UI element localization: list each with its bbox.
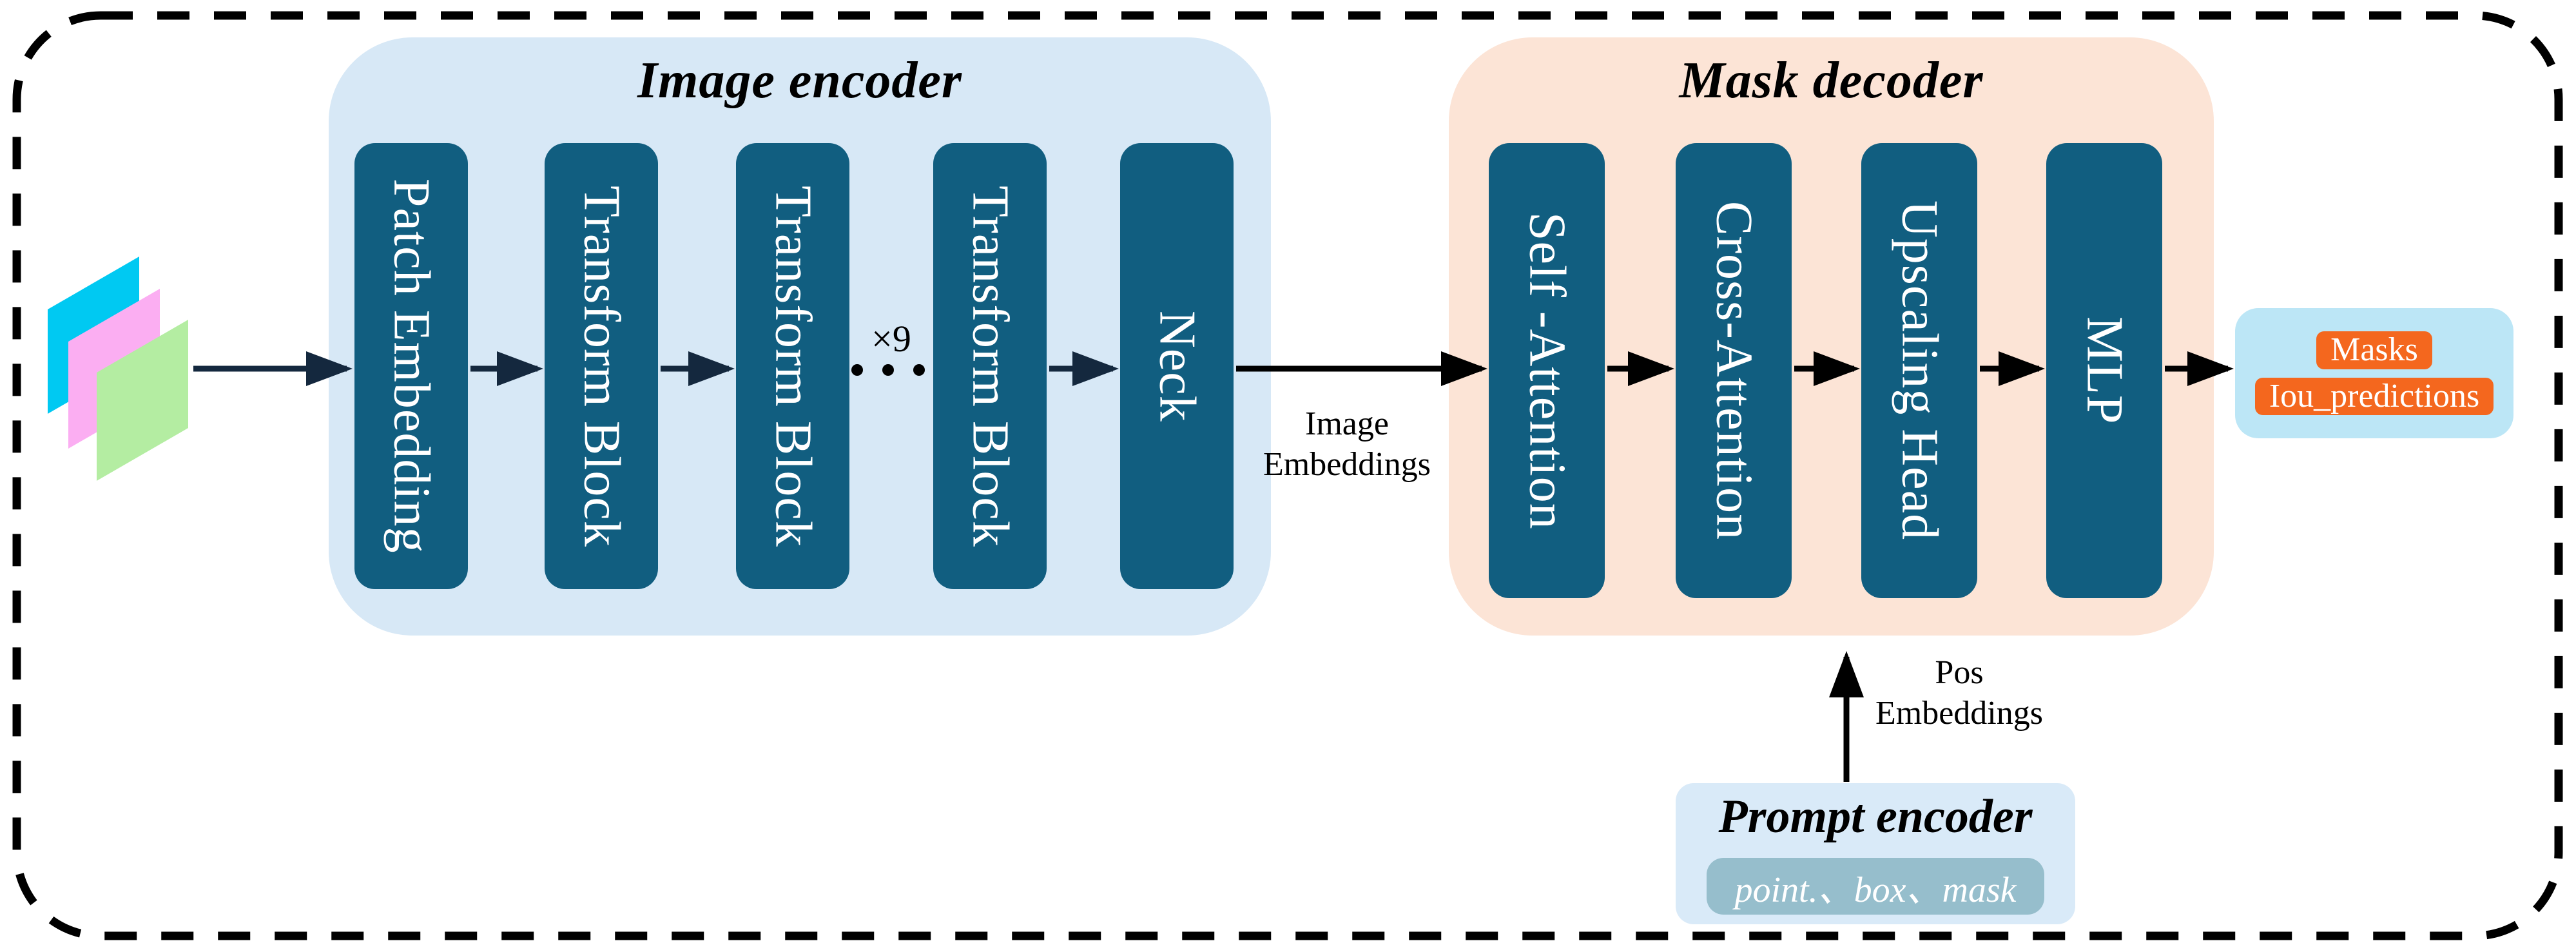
block-patch-embedding-label: Patch Embedding: [383, 179, 440, 554]
block-transform-1-label: Transform Block: [573, 185, 630, 547]
block-upscaling-head-label: Upscaling Head: [1891, 200, 1948, 541]
image-layer-cyan: [48, 257, 139, 414]
pos-embeddings-line1: Pos: [1935, 654, 1984, 691]
image-embeddings-line1: Image: [1305, 405, 1389, 442]
masks-output-badge: Masks: [2316, 331, 2432, 369]
image-layer-green: [97, 320, 188, 481]
pos-embeddings-label: Pos Embeddings: [1856, 652, 2062, 734]
output-box: Masks Iou_predictions: [2235, 308, 2513, 438]
block-neck: Neck: [1120, 143, 1234, 589]
mask-decoder-container: Mask decoder Self -Attention Cross-Atten…: [1449, 37, 2214, 636]
prompt-types-pill: point.、box、mask: [1707, 858, 2044, 915]
prompt-encoder-container: Prompt encoder point.、box、mask: [1676, 783, 2075, 924]
block-transform-2-label: Transform Block: [764, 185, 822, 547]
mask-decoder-title: Mask decoder: [1679, 52, 1984, 109]
block-transform-3-label: Transform Block: [962, 185, 1019, 547]
block-self-attention: Self -Attention: [1489, 143, 1605, 598]
image-embeddings-label: Image Embeddings: [1218, 403, 1476, 485]
block-mlp: MLP: [2046, 143, 2162, 598]
block-transform-2: Transform Block: [736, 143, 849, 589]
iou-predictions-output-badge: Iou_predictions: [2254, 377, 2494, 415]
block-cross-attention-label: Cross-Attention: [1705, 200, 1763, 541]
block-patch-embedding: Patch Embedding: [354, 143, 468, 589]
image-layer-pink: [68, 289, 160, 449]
image-encoder-title: Image encoder: [637, 52, 962, 109]
prompt-encoder-title: Prompt encoder: [1718, 790, 2033, 843]
block-neck-label: Neck: [1148, 310, 1206, 422]
block-transform-1: Transform Block: [545, 143, 658, 589]
block-self-attention-label: Self -Attention: [1518, 211, 1576, 530]
block-cross-attention: Cross-Attention: [1676, 143, 1792, 598]
block-upscaling-head: Upscaling Head: [1861, 143, 1977, 598]
image-encoder-container: Image encoder Patch Embedding Transform …: [329, 37, 1271, 636]
transform-repeat-count-label: ×9: [871, 318, 911, 360]
pos-embeddings-line2: Embeddings: [1875, 695, 2043, 732]
input-image-layers-icon: [48, 257, 188, 481]
prompt-types-label: point.、box、mask: [1734, 869, 2017, 910]
block-mlp-label: MLP: [2076, 316, 2133, 425]
block-transform-3: Transform Block: [933, 143, 1047, 589]
image-embeddings-line2: Embeddings: [1263, 446, 1431, 483]
